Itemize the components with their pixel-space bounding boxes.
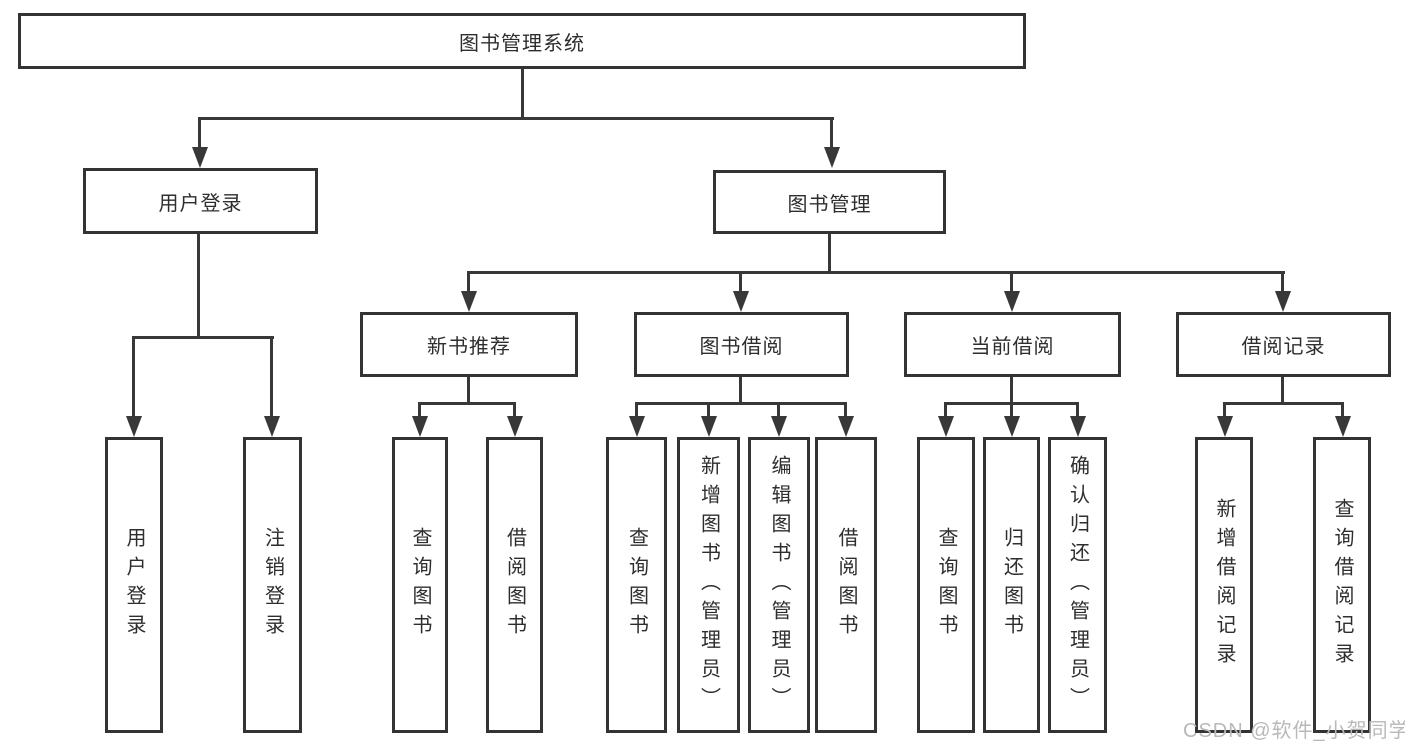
node-borrow-records-label: 借阅记录 bbox=[1241, 336, 1326, 358]
edge-group-stem bbox=[739, 377, 742, 405]
edge-level3-stem bbox=[467, 271, 470, 293]
edge-level3-stem bbox=[739, 271, 742, 293]
edge-leaf-stem bbox=[844, 402, 847, 418]
edge-leaf-stem bbox=[418, 402, 421, 418]
node-borrow-records: 借阅记录 bbox=[1176, 312, 1391, 377]
node-new-book-recommend-label: 新书推荐 bbox=[427, 336, 511, 358]
node-current-borrow: 当前借阅 bbox=[904, 312, 1121, 377]
edge-leaf-stem bbox=[1223, 402, 1226, 418]
node-user-login: 用户登录 bbox=[83, 168, 318, 234]
edge-leaf-stem bbox=[270, 336, 273, 418]
arrowhead-icon bbox=[126, 416, 142, 437]
edge-leaf-stem bbox=[944, 402, 947, 418]
arrowhead-icon bbox=[938, 416, 954, 437]
edge-bookmgmt-rail bbox=[467, 271, 1285, 274]
leaf-newbooks-query-label: 查询图书 bbox=[409, 527, 431, 643]
arrowhead-icon bbox=[838, 416, 854, 437]
arrowhead-icon bbox=[507, 416, 523, 437]
edge-group-rail bbox=[1223, 402, 1344, 405]
arrowhead-icon bbox=[264, 416, 280, 437]
leaf-records-add: 新增借阅记录 bbox=[1195, 437, 1253, 733]
node-book-management-label: 图书管理 bbox=[787, 193, 872, 216]
arrowhead-icon bbox=[1070, 416, 1086, 437]
csdn-watermark: CSDN @软件_小贺同学 bbox=[1183, 720, 1405, 742]
leaf-borrow-borrow-label: 借阅图书 bbox=[835, 527, 857, 643]
leaf-newbooks-borrow: 借阅图书 bbox=[486, 437, 543, 733]
edge-group-rail bbox=[418, 402, 516, 405]
leaf-current-return: 归还图书 bbox=[983, 437, 1040, 733]
leaf-logout-label: 注销登录 bbox=[261, 527, 284, 643]
leaf-borrow-add-label: 新增图书（管理员） bbox=[697, 454, 720, 716]
arrowhead-icon bbox=[461, 291, 477, 312]
edge-root-stem bbox=[521, 69, 524, 118]
edge-group-stem bbox=[1010, 377, 1013, 405]
node-book-borrow-label: 图书借阅 bbox=[699, 336, 784, 358]
leaf-current-confirm: 确认归还（管理员） bbox=[1048, 437, 1107, 733]
leaf-borrow-borrow: 借阅图书 bbox=[815, 437, 877, 733]
edge-root-userlogin-stem bbox=[198, 117, 201, 150]
leaf-newbooks-borrow-label: 借阅图书 bbox=[503, 527, 526, 643]
arrowhead-icon bbox=[824, 147, 840, 168]
arrowhead-icon bbox=[701, 416, 717, 437]
edge-bookmgmt-stem bbox=[828, 234, 831, 273]
arrowhead-icon bbox=[771, 416, 787, 437]
arrowhead-icon bbox=[629, 416, 645, 437]
edge-leaf-stem bbox=[1076, 402, 1079, 418]
edge-userlogin-rail bbox=[133, 336, 274, 339]
edge-leaf-stem bbox=[707, 402, 710, 418]
leaf-current-confirm-label: 确认归还（管理员） bbox=[1066, 454, 1089, 716]
edge-root-bookmgmt-stem bbox=[830, 117, 833, 150]
leaf-borrow-query-label: 查询图书 bbox=[625, 527, 648, 643]
edge-leaf-stem bbox=[1341, 402, 1344, 418]
node-root-label: 图书管理系统 bbox=[459, 32, 585, 55]
leaf-records-query: 查询借阅记录 bbox=[1313, 437, 1371, 733]
leaf-current-query-label: 查询图书 bbox=[935, 527, 957, 643]
leaf-user-login-label: 用户登录 bbox=[123, 527, 145, 643]
leaf-borrow-edit-label: 编辑图书（管理员） bbox=[768, 454, 790, 716]
arrowhead-icon bbox=[1275, 291, 1291, 312]
node-new-book-recommend: 新书推荐 bbox=[360, 312, 578, 377]
edge-userlogin-stem bbox=[197, 233, 200, 337]
leaf-records-add-label: 新增借阅记录 bbox=[1213, 498, 1235, 672]
leaf-logout: 注销登录 bbox=[243, 437, 302, 733]
edge-group-stem bbox=[467, 377, 470, 405]
arrowhead-icon bbox=[733, 291, 749, 312]
edge-level3-stem bbox=[1281, 271, 1284, 293]
leaf-borrow-edit: 编辑图书（管理员） bbox=[748, 437, 810, 733]
edge-group-stem bbox=[1281, 377, 1284, 405]
edge-level3-stem bbox=[1010, 271, 1013, 293]
arrowhead-icon bbox=[1004, 291, 1020, 312]
arrowhead-icon bbox=[1335, 416, 1351, 437]
arrowhead-icon bbox=[1004, 416, 1020, 437]
arrowhead-icon bbox=[192, 147, 208, 168]
edge-leaf-stem bbox=[1010, 402, 1013, 418]
leaf-newbooks-query: 查询图书 bbox=[392, 437, 448, 733]
arrowhead-icon bbox=[1217, 416, 1233, 437]
node-book-management: 图书管理 bbox=[713, 170, 946, 234]
edge-group-rail bbox=[635, 402, 846, 405]
edge-leaf-stem bbox=[777, 402, 780, 418]
leaf-borrow-add: 新增图书（管理员） bbox=[677, 437, 740, 733]
leaf-borrow-query: 查询图书 bbox=[606, 437, 667, 733]
arrowhead-icon bbox=[412, 416, 428, 437]
node-user-login-label: 用户登录 bbox=[158, 192, 243, 215]
edge-leaf-stem bbox=[635, 402, 638, 418]
leaf-user-login: 用户登录 bbox=[105, 437, 163, 733]
edge-root-rail bbox=[199, 117, 834, 120]
leaf-records-query-label: 查询借阅记录 bbox=[1331, 498, 1353, 672]
leaf-current-query: 查询图书 bbox=[917, 437, 975, 733]
node-root: 图书管理系统 bbox=[18, 13, 1026, 69]
leaf-current-return-label: 归还图书 bbox=[1000, 527, 1023, 643]
edge-leaf-stem bbox=[513, 402, 516, 418]
node-book-borrow: 图书借阅 bbox=[634, 312, 849, 377]
edge-leaf-stem bbox=[132, 336, 135, 418]
node-current-borrow-label: 当前借阅 bbox=[970, 336, 1055, 358]
